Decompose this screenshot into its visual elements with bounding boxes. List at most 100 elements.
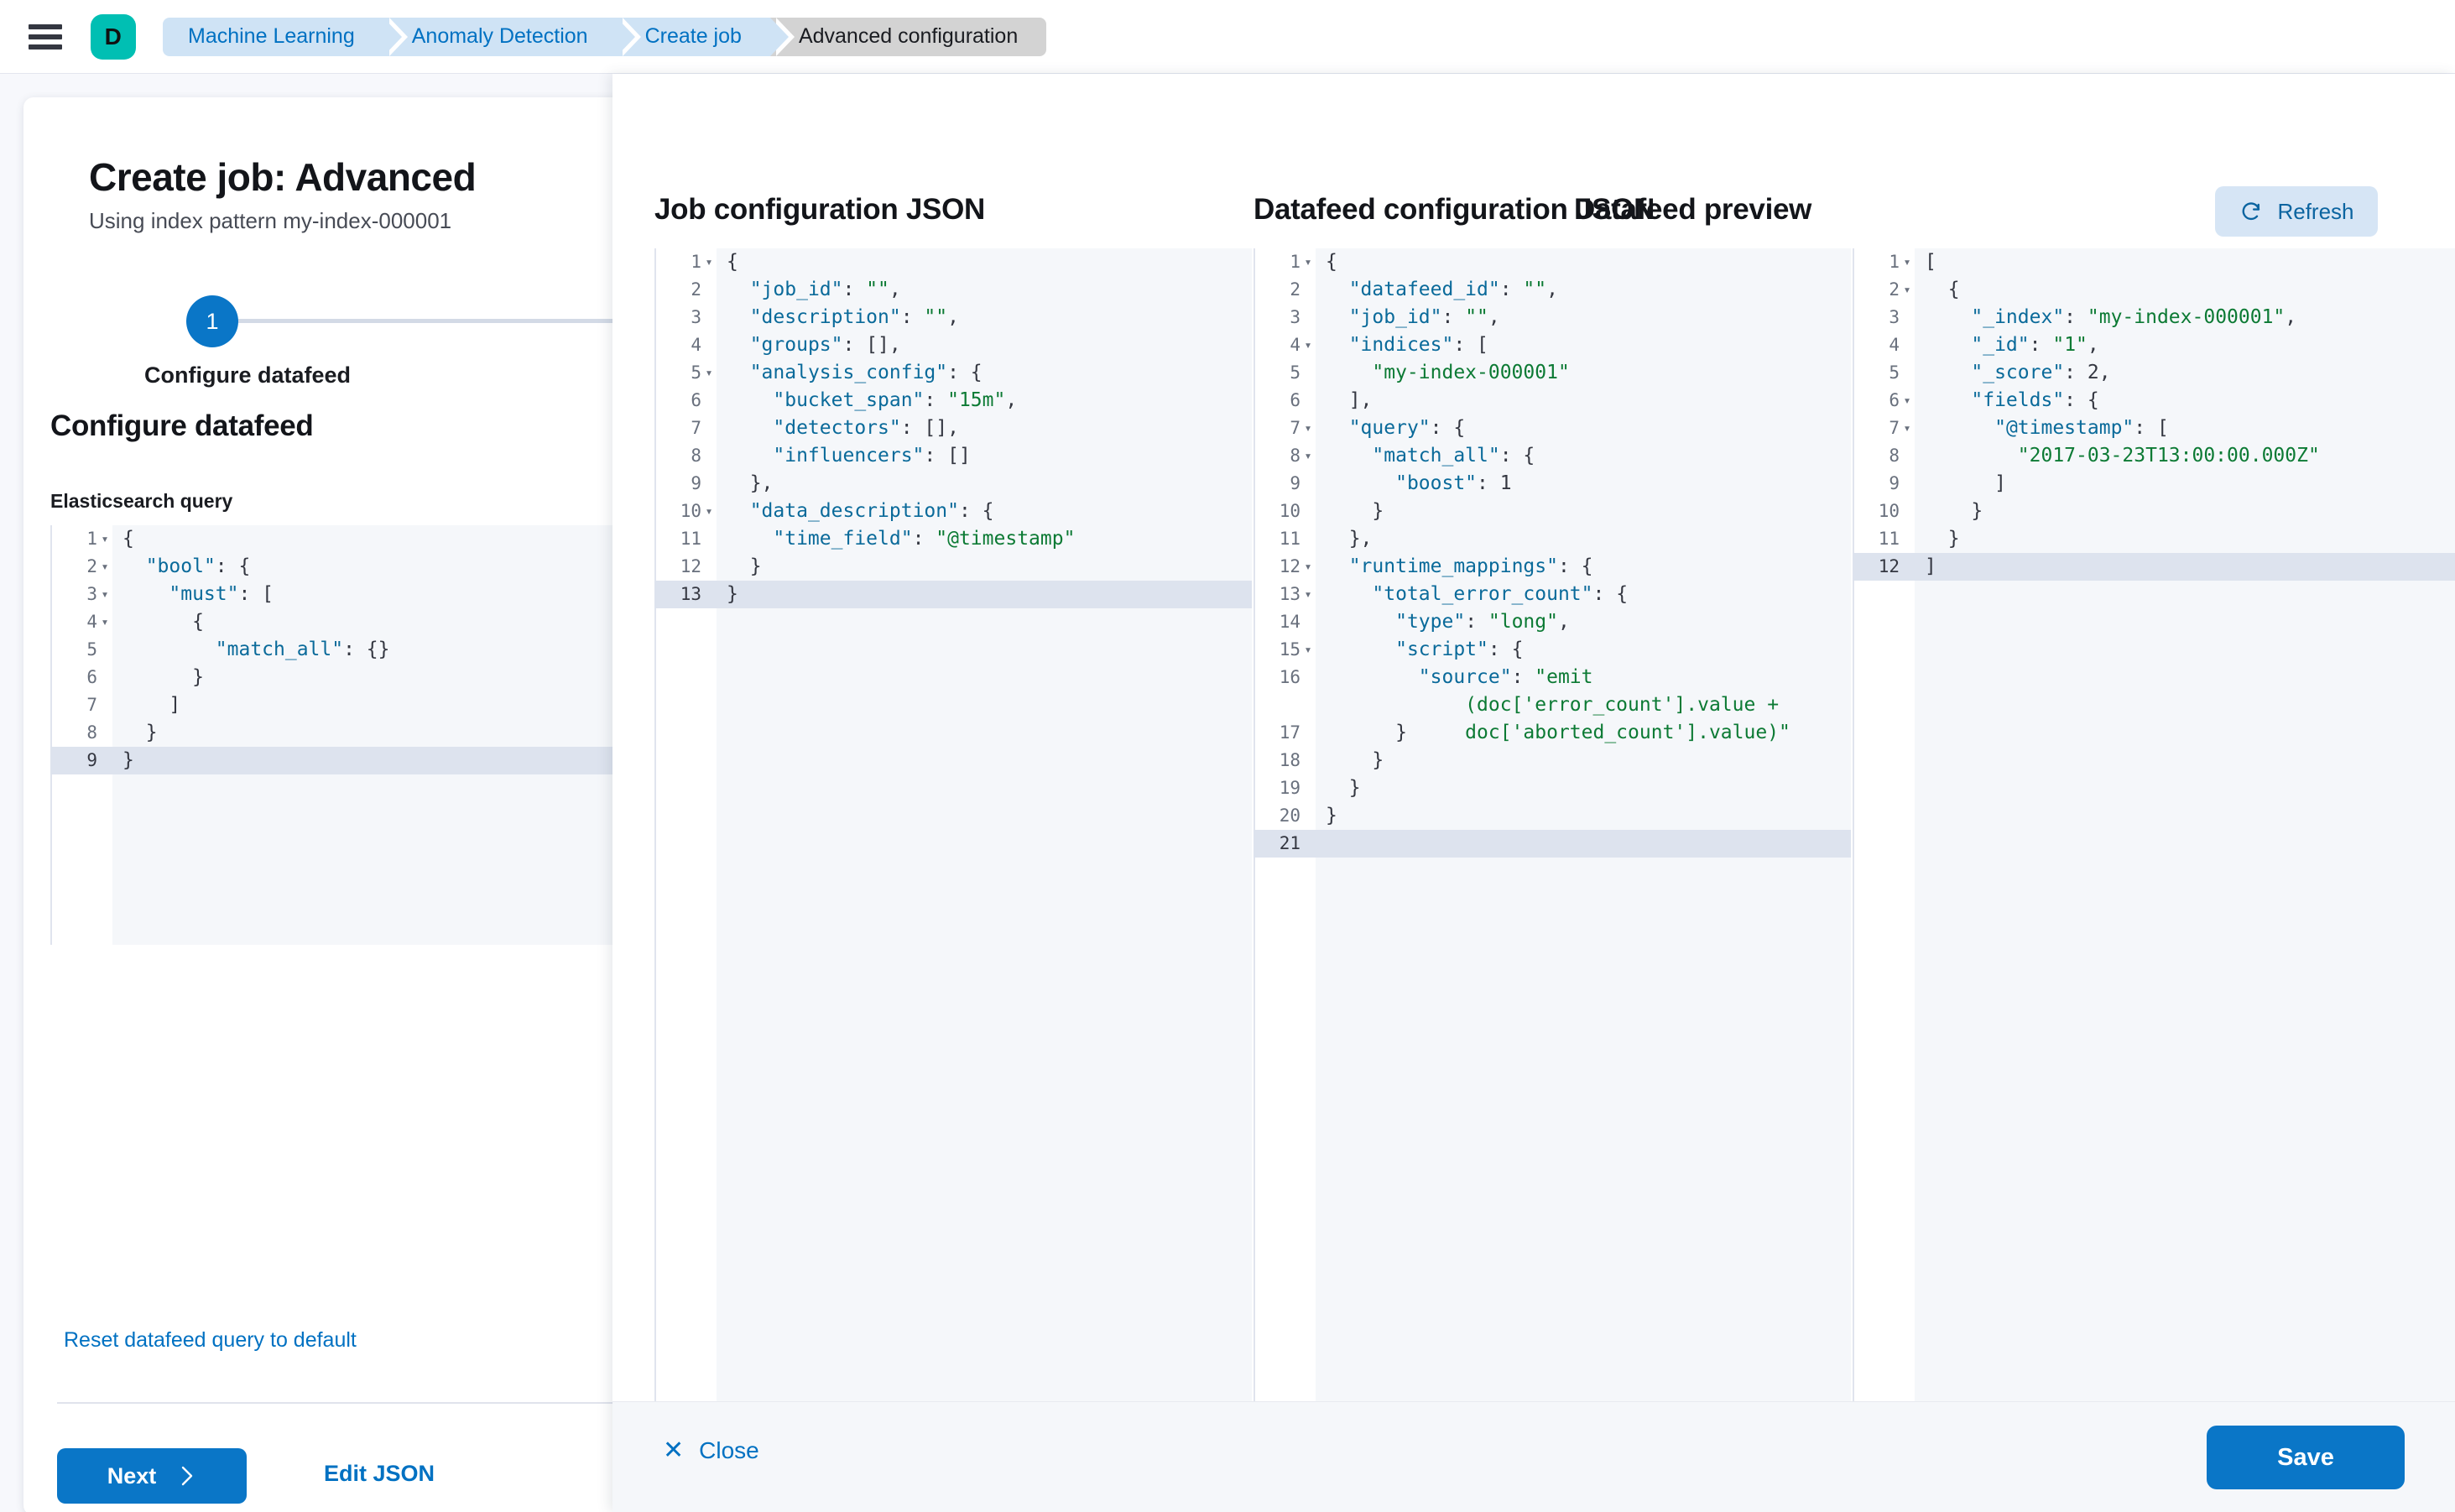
fold-toggle-icon[interactable]: ▾ <box>705 503 713 519</box>
code-line[interactable]: 12 } <box>654 553 1252 581</box>
code-line[interactable]: 18 } <box>1254 747 1851 774</box>
line-content: ], <box>1326 389 1373 411</box>
code-line[interactable]: 7▾ "@timestamp": [ <box>1853 414 2455 442</box>
line-content: } <box>727 555 762 577</box>
code-line[interactable]: 9 ] <box>1853 470 2455 498</box>
job-configuration-title: Job configuration JSON <box>654 193 985 226</box>
code-line[interactable]: 4 "_id": "1", <box>1853 331 2455 359</box>
code-line[interactable]: 6 ], <box>1254 387 1851 414</box>
code-line[interactable]: 8 "2017-03-23T13:00:00.000Z" <box>1853 442 2455 470</box>
code-line[interactable]: 3▾ "must": [ <box>50 581 621 608</box>
code-line[interactable]: 2▾ "bool": { <box>50 553 621 581</box>
code-line[interactable]: 10 } <box>1853 498 2455 525</box>
stepper-step-1-circle[interactable]: 1 <box>186 295 238 347</box>
code-line[interactable]: 11 "time_field": "@timestamp" <box>654 525 1252 553</box>
next-button[interactable]: Next <box>57 1448 247 1504</box>
code-line[interactable]: 13▾ "total_error_count": { <box>1254 581 1851 608</box>
code-line[interactable]: 19 } <box>1254 774 1851 802</box>
code-line[interactable]: 9 "boost": 1 <box>1254 470 1851 498</box>
brand-logo[interactable]: D <box>91 13 136 60</box>
code-line[interactable]: 9 }, <box>654 470 1252 498</box>
breadcrumb-item-0[interactable]: Machine Learning <box>163 17 408 56</box>
code-line[interactable]: 5 "my-index-000001" <box>1254 359 1851 387</box>
fold-toggle-icon[interactable]: ▾ <box>101 559 109 574</box>
fold-toggle-icon[interactable]: ▾ <box>705 254 713 269</box>
datafeed-configuration-json-editor[interactable]: 1▾{2 "datafeed_id": "",3 "job_id": "",4▾… <box>1254 248 1851 1467</box>
hamburger-menu-icon[interactable] <box>29 23 62 50</box>
code-line[interactable]: 10▾ "data_description": { <box>654 498 1252 525</box>
fold-toggle-icon[interactable]: ▾ <box>1304 587 1312 602</box>
editor-lines[interactable]: 1▾{2▾ "bool": {3▾ "must": [4▾ {5 "match_… <box>50 525 621 774</box>
breadcrumb-item-1[interactable]: Anomaly Detection <box>383 17 641 56</box>
code-line[interactable]: 20} <box>1254 802 1851 830</box>
code-line[interactable]: 11 }, <box>1254 525 1851 553</box>
fold-toggle-icon[interactable]: ▾ <box>1903 393 1911 408</box>
wizard-stepper: 1 Configure datafeed <box>50 284 621 388</box>
code-line[interactable]: 7 ] <box>50 691 621 719</box>
breadcrumb-item-2[interactable]: Create job <box>616 17 795 56</box>
close-button[interactable]: ✕ Close <box>663 1437 759 1464</box>
code-line[interactable]: 6 "bucket_span": "15m", <box>654 387 1252 414</box>
code-line[interactable]: 4▾ { <box>50 608 621 636</box>
code-line[interactable]: 5▾ "analysis_config": { <box>654 359 1252 387</box>
fold-toggle-icon[interactable]: ▾ <box>101 531 109 546</box>
fold-toggle-icon[interactable]: ▾ <box>1304 337 1312 352</box>
code-line[interactable]: 1▾{ <box>50 525 621 553</box>
code-line[interactable]: 9} <box>50 747 621 774</box>
fold-toggle-icon[interactable]: ▾ <box>1903 254 1911 269</box>
code-line[interactable]: 2 "job_id": "", <box>654 276 1252 304</box>
code-line[interactable]: 21 <box>1254 830 1851 858</box>
edit-json-link[interactable]: Edit JSON <box>324 1461 435 1486</box>
editor-lines[interactable]: 1▾{2 "job_id": "",3 "description": "",4 … <box>654 248 1252 608</box>
code-line[interactable]: 1▾{ <box>654 248 1252 276</box>
fold-toggle-icon[interactable]: ▾ <box>1304 420 1312 435</box>
line-number: 7 <box>1889 418 1900 438</box>
code-line[interactable]: 12▾ "runtime_mappings": { <box>1254 553 1851 581</box>
code-line[interactable]: 6 } <box>50 664 621 691</box>
fold-toggle-icon[interactable]: ▾ <box>1304 448 1312 463</box>
code-line[interactable]: 1▾[ <box>1853 248 2455 276</box>
code-line[interactable]: 5 "_score": 2, <box>1853 359 2455 387</box>
fold-toggle-icon[interactable]: ▾ <box>1903 282 1911 297</box>
code-line[interactable]: 10 } <box>1254 498 1851 525</box>
reset-datafeed-query-link[interactable]: Reset datafeed query to default <box>64 1328 357 1352</box>
job-configuration-json-editor[interactable]: 1▾{2 "job_id": "",3 "description": "",4 … <box>654 248 1252 1467</box>
code-line[interactable]: 8▾ "match_all": { <box>1254 442 1851 470</box>
code-line[interactable]: 3 "job_id": "", <box>1254 304 1851 331</box>
code-line[interactable]: 5 "match_all": {} <box>50 636 621 664</box>
fold-toggle-icon[interactable]: ▾ <box>101 614 109 629</box>
code-line[interactable]: 4▾ "indices": [ <box>1254 331 1851 359</box>
refresh-button[interactable]: Refresh <box>2215 186 2378 237</box>
code-line[interactable]: 16 "source": "emit (doc['error_count'].v… <box>1254 664 1851 743</box>
editor-lines[interactable]: 1▾{2 "datafeed_id": "",3 "job_id": "",4▾… <box>1254 248 1851 858</box>
line-content: "query": { <box>1348 417 1466 439</box>
save-button[interactable]: Save <box>2207 1426 2405 1489</box>
fold-toggle-icon[interactable]: ▾ <box>1304 254 1312 269</box>
elasticsearch-query-editor[interactable]: 1▾{2▾ "bool": {3▾ "must": [4▾ {5 "match_… <box>50 525 621 945</box>
code-line[interactable]: 2▾ { <box>1853 276 2455 304</box>
code-line[interactable]: 4 "groups": [], <box>654 331 1252 359</box>
code-line[interactable]: 8 "influencers": [] <box>654 442 1252 470</box>
fold-toggle-icon[interactable]: ▾ <box>1304 559 1312 574</box>
code-line[interactable]: 14 "type": "long", <box>1254 608 1851 636</box>
code-line[interactable]: 7 "detectors": [], <box>654 414 1252 442</box>
code-line[interactable]: 2 "datafeed_id": "", <box>1254 276 1851 304</box>
code-line[interactable]: 8 } <box>50 719 621 747</box>
fold-toggle-icon[interactable]: ▾ <box>1304 642 1312 657</box>
code-line[interactable]: 11 } <box>1853 525 2455 553</box>
fold-toggle-icon[interactable]: ▾ <box>101 587 109 602</box>
divider <box>57 1402 621 1404</box>
editor-lines[interactable]: 1▾[2▾ {3 "_index": "my-index-000001",4 "… <box>1853 248 2455 581</box>
fold-toggle-icon[interactable]: ▾ <box>1903 420 1911 435</box>
datafeed-preview-editor[interactable]: 1▾[2▾ {3 "_index": "my-index-000001",4 "… <box>1853 248 2455 1467</box>
code-line[interactable]: 3 "description": "", <box>654 304 1252 331</box>
code-line[interactable]: 12] <box>1853 553 2455 581</box>
code-line[interactable]: 1▾{ <box>1254 248 1851 276</box>
code-line[interactable]: 7▾ "query": { <box>1254 414 1851 442</box>
code-line[interactable]: 3 "_index": "my-index-000001", <box>1853 304 2455 331</box>
code-line[interactable]: 15▾ "script": { <box>1254 636 1851 664</box>
code-line[interactable]: 13} <box>654 581 1252 608</box>
code-line[interactable]: 17 } <box>1254 719 1851 747</box>
fold-toggle-icon[interactable]: ▾ <box>705 365 713 380</box>
code-line[interactable]: 6▾ "fields": { <box>1853 387 2455 414</box>
